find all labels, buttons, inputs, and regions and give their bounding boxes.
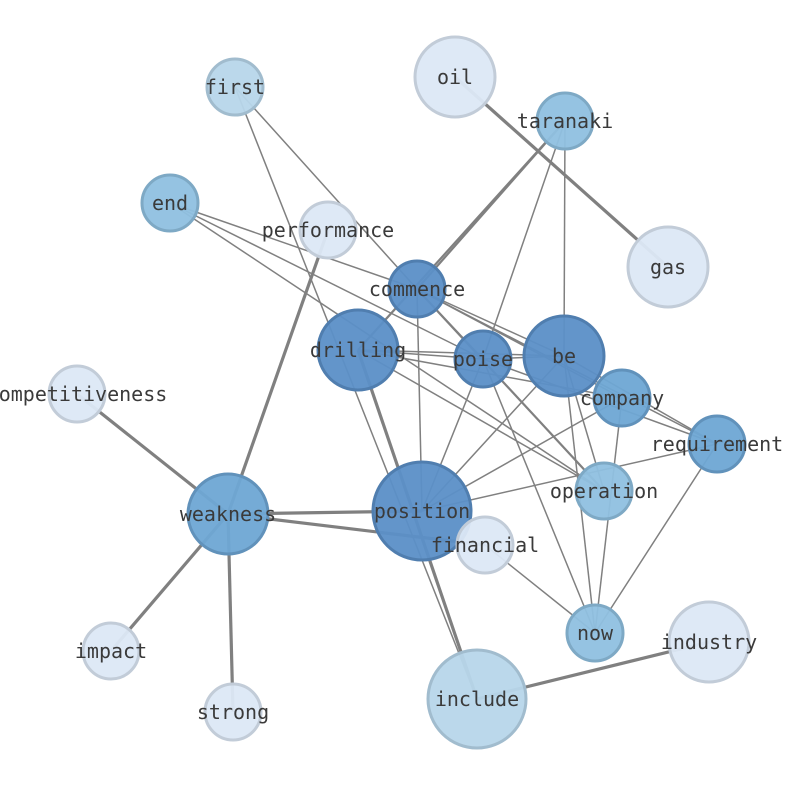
node-taranaki xyxy=(535,91,595,151)
edge-drilling-operation xyxy=(357,349,605,492)
node-label-now: now xyxy=(577,621,614,645)
edge-requirement-now xyxy=(594,443,718,634)
edge-performance-weakness xyxy=(226,229,330,515)
node-drilling xyxy=(316,308,400,392)
node-first xyxy=(205,57,265,117)
node-include xyxy=(426,648,528,750)
edge-end-poise xyxy=(169,202,484,360)
edge-poise-now xyxy=(482,358,596,634)
node-competitiveness xyxy=(47,364,107,424)
node-label-industry: industry xyxy=(661,630,757,654)
node-end xyxy=(140,173,200,233)
node-label-first: first xyxy=(205,75,265,99)
edge-commence-operation xyxy=(416,288,605,492)
node-label-poise: poise xyxy=(453,347,513,371)
node-label-include: include xyxy=(435,687,519,711)
node-label-gas: gas xyxy=(650,255,686,279)
node-gas xyxy=(626,225,710,309)
node-label-competitiveness: competitiveness xyxy=(0,382,167,406)
node-label-impact: impact xyxy=(75,639,147,663)
node-label-financial: financial xyxy=(431,533,539,557)
node-label-end: end xyxy=(152,191,188,215)
edge-taranaki-drilling xyxy=(357,120,566,351)
node-label-drilling: drilling xyxy=(310,338,406,362)
node-layer xyxy=(47,35,751,750)
node-operation xyxy=(574,461,634,521)
node-label-performance: performance xyxy=(262,218,394,242)
node-label-be: be xyxy=(552,344,576,368)
node-label-oil: oil xyxy=(437,65,473,89)
node-label-strong: strong xyxy=(197,700,269,724)
node-impact xyxy=(81,621,141,681)
edge-first-include xyxy=(234,86,478,700)
node-requirement xyxy=(687,414,747,474)
node-strong xyxy=(203,682,263,742)
node-financial xyxy=(455,515,515,575)
node-poise xyxy=(453,329,513,389)
node-performance xyxy=(298,200,358,260)
node-company xyxy=(592,368,652,428)
edge-oil-gas xyxy=(453,75,670,269)
edge-first-commence xyxy=(234,86,418,290)
node-oil xyxy=(413,35,497,119)
node-label-requirement: requirement xyxy=(651,432,783,456)
label-layer: oil first taranaki end performance gas commenc… xyxy=(0,65,783,724)
node-industry xyxy=(667,600,751,684)
node-position xyxy=(371,460,473,562)
node-label-position: position xyxy=(374,499,470,523)
node-weakness xyxy=(186,472,270,556)
node-label-commence: commence xyxy=(369,277,465,301)
node-label-operation: operation xyxy=(550,479,658,503)
node-be xyxy=(522,314,606,398)
node-label-weakness: weakness xyxy=(180,502,276,526)
node-now xyxy=(565,603,625,663)
node-label-taranaki: taranaki xyxy=(517,109,613,133)
node-label-company: company xyxy=(580,386,664,410)
edge-taranaki-poise xyxy=(482,120,566,360)
edge-end-commence xyxy=(169,202,418,290)
node-commence xyxy=(387,259,447,319)
